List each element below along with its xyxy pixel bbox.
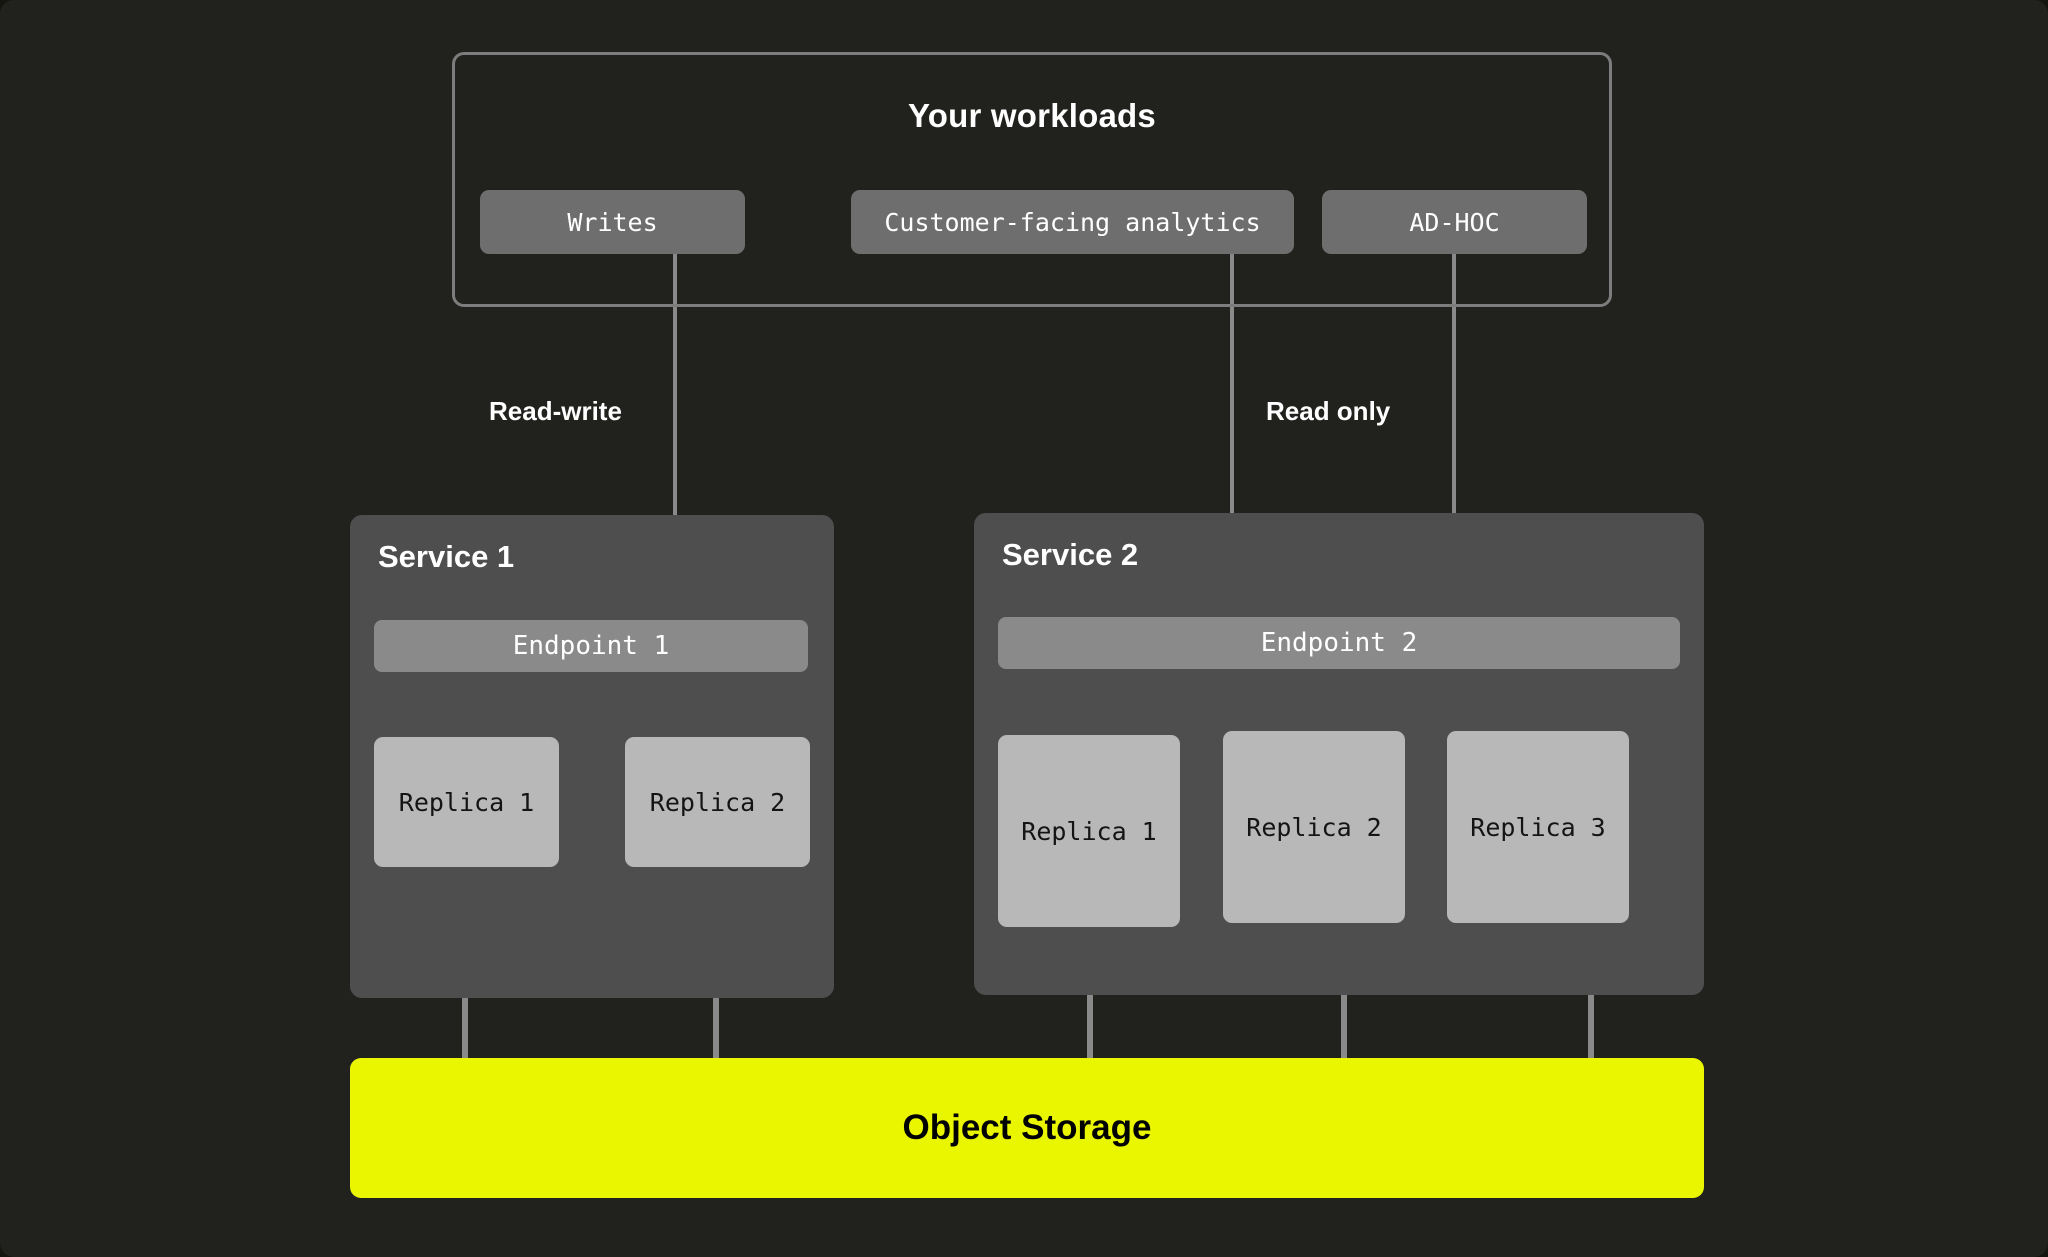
flow-label-read-write: Read-write (489, 396, 622, 426)
workload-chip-label: AD-HOC (1409, 207, 1500, 237)
flow-label-read-only: Read only (1266, 396, 1391, 426)
service-panel-1: Service 1 Endpoint 1 Replica 1 Replica 2 (350, 515, 834, 998)
replica-box[interactable]: Replica 1 (998, 735, 1180, 927)
endpoint-label: Endpoint 1 (512, 631, 670, 661)
workload-chip-ad-hoc[interactable]: AD-HOC (1322, 190, 1587, 254)
workload-chip-writes[interactable]: Writes (480, 190, 745, 254)
endpoint-1[interactable]: Endpoint 1 (374, 620, 808, 672)
service-title: Service 2 (1002, 537, 1139, 572)
workload-chip-label: Writes (567, 207, 658, 237)
replica-box[interactable]: Replica 3 (1447, 731, 1629, 923)
object-storage-bar[interactable]: Object Storage (350, 1058, 1704, 1198)
workloads-title: Your workloads (908, 97, 1156, 134)
replica-label: Replica 3 (1470, 812, 1606, 842)
endpoint-2[interactable]: Endpoint 2 (998, 617, 1680, 669)
replica-box[interactable]: Replica 2 (625, 737, 810, 867)
replica-box[interactable]: Replica 2 (1223, 731, 1405, 923)
endpoint-label: Endpoint 2 (1260, 628, 1418, 658)
replica-label: Replica 2 (649, 787, 786, 817)
replica-label: Replica 1 (1021, 816, 1157, 846)
replica-box[interactable]: Replica 1 (374, 737, 559, 867)
object-storage-label: Object Storage (902, 1108, 1152, 1147)
service-title: Service 1 (378, 539, 515, 574)
service-panel-2: Service 2 Endpoint 2 Replica 1 Replica 2… (974, 513, 1704, 995)
replica-label: Replica 2 (1246, 812, 1382, 842)
workloads-container: Your workloads (452, 52, 1612, 307)
replica-label: Replica 1 (398, 787, 535, 817)
workload-chip-label: Customer-facing analytics (884, 207, 1261, 237)
workload-chip-customer-facing-analytics[interactable]: Customer-facing analytics (851, 190, 1294, 254)
